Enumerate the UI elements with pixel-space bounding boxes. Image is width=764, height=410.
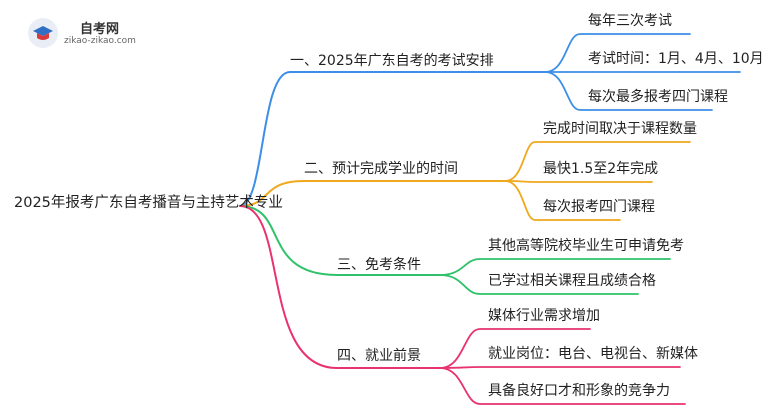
root-topic[interactable]: 2025年报考广东自考播音与主持艺术专业 [14,195,283,211]
branch-3-child-1-connector [439,258,671,276]
branch-4-child-3[interactable]: 具备良好口才和形象的竞争力 [488,383,670,399]
graduation-cap-icon [28,18,58,48]
branch-3-child-2[interactable]: 已学过相关课程且成绩合格 [488,273,656,289]
branch-2-connector [239,180,305,207]
branch-2-child-2-connector [504,180,653,183]
branch-2-child-2[interactable]: 最快1.5至2年完成 [543,161,659,177]
branch-1-child-1[interactable]: 每年三次考试 [588,13,672,29]
branch-4-connector [239,205,338,369]
branch-4-child-1[interactable]: 媒体行业需求增加 [488,308,600,324]
branch-1-child-3-connector [544,71,713,111]
branch-4-label[interactable]: 四、就业前景 [337,348,421,364]
branch-4-child-2[interactable]: 就业岗位：电台、电视台、新媒体 [488,346,698,362]
branch-1-connector [239,71,291,207]
branch-2-child-1-connector [504,141,691,182]
branch-2-label[interactable]: 二、预计完成学业的时间 [304,161,458,177]
branch-2-child-3[interactable]: 每次报考四门课程 [543,199,655,215]
branch-1-label[interactable]: 一、2025年广东自考的考试安排 [290,53,494,69]
logo-name: 自考网 [80,22,120,37]
branch-4-child-2-connector [439,366,681,369]
branch-4-child-3-connector [439,367,686,405]
branch-1-child-3[interactable]: 每次最多报考四门课程 [588,89,728,105]
branch-3-child-2-connector [439,274,639,295]
branch-1-child-1-connector [544,33,691,73]
branch-3-connector [239,205,338,276]
branch-2-child-1[interactable]: 完成时间取决于课程数量 [543,121,697,137]
site-logo[interactable]: 自考网 zikao-zikao.com [28,16,138,50]
branch-3-label[interactable]: 三、免考条件 [337,257,421,273]
branch-3-child-1[interactable]: 其他高等院校毕业生可申请免考 [488,238,684,254]
branch-4-child-1-connector [439,328,591,369]
branch-2-child-3-connector [504,180,621,221]
branch-1-child-2[interactable]: 考试时间：1月、4月、10月 [588,51,764,67]
logo-url: zikao-zikao.com [64,36,136,46]
